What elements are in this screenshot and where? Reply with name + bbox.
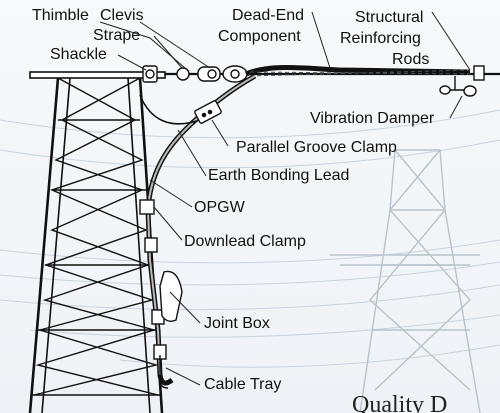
label-strape: Strape	[93, 27, 141, 44]
label-thimble: Thimble	[32, 7, 89, 24]
dead-end-hardware	[142, 65, 248, 83]
label-structural-line3: Rods	[392, 51, 430, 68]
label-joint-box: Joint Box	[204, 315, 270, 332]
label-vibration-damper: Vibration Damper	[310, 110, 435, 127]
parallel-groove-clamp	[194, 100, 222, 124]
background-pylon	[330, 149, 481, 413]
cable-tray	[159, 355, 169, 389]
label-dead-end-line1: Dead-End	[232, 7, 305, 24]
joint-box	[159, 270, 183, 323]
watermark-text: Quality D	[352, 392, 448, 413]
label-structural-line2: Reinforcing	[340, 30, 421, 47]
label-shackle: Shackle	[50, 46, 107, 63]
label-parallel-groove-clamp: Parallel Groove Clamp	[236, 139, 397, 156]
label-dead-end-line2: Component	[218, 28, 301, 45]
label-opgw: OPGW	[194, 199, 245, 216]
vibration-damper	[439, 76, 477, 97]
label-structural-line1: Structural	[355, 9, 424, 26]
label-cable-tray: Cable Tray	[204, 376, 282, 393]
label-clevis: Clevis	[100, 7, 144, 24]
label-earth-bonding-lead: Earth Bonding Lead	[208, 167, 350, 184]
leader-lines	[99, 11, 471, 386]
conductor-with-rods	[245, 65, 485, 81]
label-downlead-clamp: Downlead Clamp	[184, 233, 306, 250]
